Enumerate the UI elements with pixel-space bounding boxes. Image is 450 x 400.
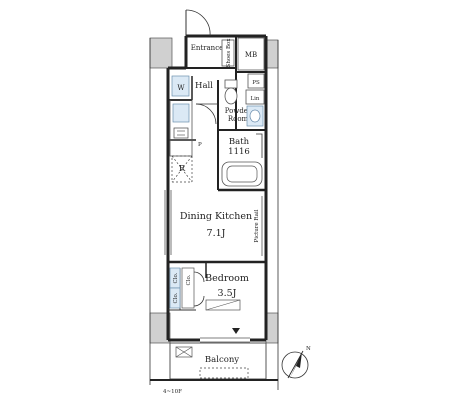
shoes-box (221, 39, 235, 67)
room-label-ps: PS (252, 80, 260, 86)
room-label-w: W (177, 84, 185, 92)
stove-icon (173, 127, 189, 139)
room-label-powder-1: Powder (225, 107, 252, 115)
room-label-mb: MB (245, 51, 257, 59)
room-label-clo-2: Clo. (173, 292, 179, 303)
floor-note: 4~10F (163, 389, 182, 395)
room-label-bedroom: Bedroom (205, 273, 249, 284)
p-mark: P (198, 142, 202, 148)
room-label-lin: Lin (251, 96, 260, 102)
arrow-down-icon (232, 328, 240, 334)
pillar-top-left (149, 37, 173, 69)
room-label-clo-3: Clo. (186, 274, 192, 285)
closet-2 (169, 287, 181, 309)
room-label-dining-kitchen-size: 7.1J (207, 228, 226, 239)
window-icon (164, 190, 172, 255)
room-label-entrance: Entrance (191, 44, 224, 52)
room-label-dining-kitchen: Dining Kitchen (180, 211, 252, 222)
north-arrow-icon: N (281, 346, 311, 379)
balcony-hatch-dashed (199, 367, 249, 379)
room-label-bedroom-size: 3.5J (218, 288, 237, 299)
bathtub-icon (221, 161, 263, 187)
north-label: N (306, 346, 311, 352)
closet-3 (181, 267, 195, 309)
room-label-picture-rail: Picture Rail (254, 209, 260, 242)
room-label-r: R (179, 164, 186, 174)
linen-box (245, 89, 265, 105)
washer-pan (171, 75, 190, 97)
balcony-hatch (175, 346, 193, 358)
room-label-bath-size: 1116 (228, 147, 250, 157)
room-label-powder-2: Room (228, 115, 249, 123)
ps-box (247, 73, 265, 89)
room-label-hall: Hall (195, 81, 213, 91)
room-label-balcony: Balcony (205, 355, 239, 365)
room-label-clo-1: Clo. (173, 272, 179, 283)
fridge-space (171, 155, 193, 183)
kitchen-sink-icon (172, 103, 190, 123)
mb-box (237, 37, 265, 71)
toilet-icon (224, 79, 238, 105)
door-swing-icon (185, 9, 211, 37)
room-label-bath: Bath (229, 137, 250, 147)
room-label-shoes-box: Shoes Box (226, 38, 232, 68)
aircon-unit (205, 299, 241, 311)
pillar-bottom-right (265, 312, 279, 344)
sink-icon (246, 105, 264, 127)
door-swing-icon (195, 103, 217, 125)
